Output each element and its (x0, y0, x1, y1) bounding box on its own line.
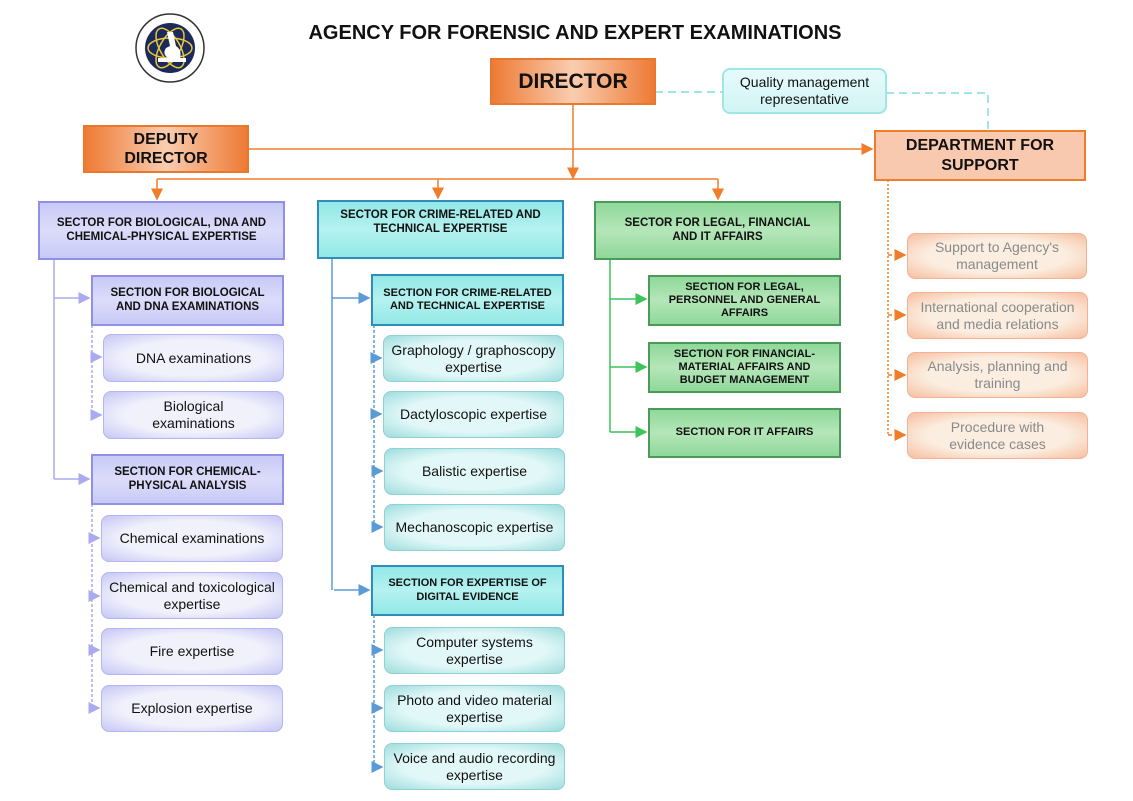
unit-dna-examinations: DNA examinations (103, 334, 284, 382)
support-unit-evidence: Procedure with evidence cases (907, 412, 1088, 459)
unit-biological-examinations: Biological examinations (103, 391, 284, 439)
section-chemical-physical: SECTION FOR CHEMICAL-PHYSICAL ANALYSIS (91, 454, 284, 505)
unit-graphology: Graphology / graphoscopy expertise (383, 335, 564, 382)
unit-fire-expertise: Fire expertise (101, 628, 283, 675)
section-financial-material: SECTION FOR FINANCIAL-MATERIAL AFFAIRS A… (648, 342, 841, 393)
quality-rep-box: Quality management representative (722, 68, 887, 114)
department-support-box: DEPARTMENT FOR SUPPORT (874, 130, 1086, 181)
support-unit-analysis: Analysis, planning and training (907, 352, 1088, 398)
sector-legal-box: SECTOR FOR LEGAL, FINANCIAL AND IT AFFAI… (594, 201, 841, 260)
unit-dactyloscopic: Dactyloscopic expertise (383, 391, 564, 438)
unit-chemical-toxicological: Chemical and toxicological expertise (101, 572, 283, 619)
sector-crime-box: SECTOR FOR CRIME-RELATED AND TECHNICAL E… (317, 200, 564, 259)
page-title: AGENCY FOR FORENSIC AND EXPERT EXAMINATI… (308, 22, 842, 44)
section-crime-technical: SECTION FOR CRIME-RELATED AND TECHNICAL … (371, 274, 564, 326)
section-digital-evidence: SECTION FOR EXPERTISE OF DIGITAL EVIDENC… (371, 565, 564, 616)
section-bio-dna: SECTION FOR BIOLOGICAL AND DNA EXAMINATI… (91, 275, 284, 326)
unit-computer-systems: Computer systems expertise (384, 627, 565, 674)
section-it-affairs: SECTION FOR IT AFFAIRS (648, 408, 841, 458)
support-unit-management: Support to Agency's management (907, 233, 1087, 279)
deputy-director-box: DEPUTY DIRECTOR (83, 125, 249, 173)
unit-mechanoscopic: Mechanoscopic expertise (384, 504, 565, 551)
agency-logo (135, 13, 205, 83)
unit-explosion-expertise: Explosion expertise (101, 685, 283, 732)
unit-balistic: Balistic expertise (384, 448, 565, 495)
unit-photo-video: Photo and video material expertise (384, 685, 565, 732)
unit-voice-audio: Voice and audio recording expertise (384, 743, 565, 790)
section-legal-personnel: SECTION FOR LEGAL, PERSONNEL AND GENERAL… (648, 275, 841, 326)
director-box: DIRECTOR (490, 58, 656, 105)
support-unit-international: International cooperation and media rela… (907, 292, 1088, 339)
sector-bio-box: SECTOR FOR BIOLOGICAL, DNA AND CHEMICAL-… (38, 201, 285, 260)
unit-chemical-examinations: Chemical examinations (101, 515, 283, 562)
